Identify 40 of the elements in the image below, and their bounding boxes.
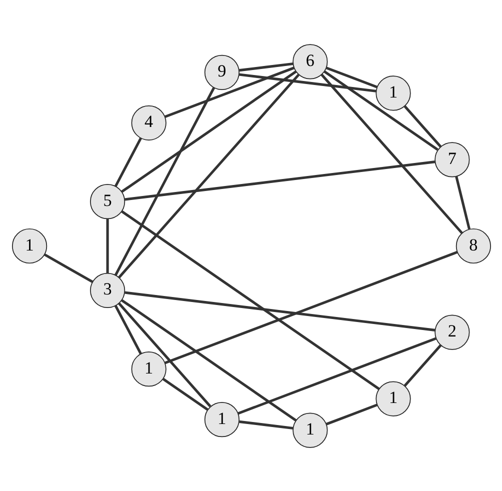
node-circle: 3 (90, 272, 125, 308)
connector (403, 104, 442, 148)
node-circle: 4 (130, 104, 166, 140)
node-circle: 1 (375, 380, 410, 416)
connector (320, 73, 462, 234)
node-circle: 1 (130, 351, 166, 386)
node-circle: 8 (455, 228, 490, 264)
node-circle: 7 (434, 142, 470, 177)
connector (120, 210, 380, 390)
node-circle: 5 (90, 184, 125, 219)
connector (117, 302, 211, 407)
connector (124, 290, 435, 331)
connector (238, 72, 376, 92)
node-circle: 2 (434, 314, 470, 350)
node-circle: 9 (204, 54, 240, 90)
connector (106, 218, 108, 273)
connector (162, 377, 208, 410)
node-circle: 1 (204, 402, 240, 437)
connector (164, 66, 294, 118)
connector (238, 62, 293, 72)
connector (325, 66, 377, 88)
connector (124, 160, 435, 200)
connector (120, 70, 296, 192)
node-circle: 6 (292, 44, 328, 79)
connector (237, 336, 436, 414)
connector (164, 250, 458, 364)
connector (114, 136, 142, 186)
node-circle: 1 (292, 412, 328, 448)
connector (43, 252, 93, 282)
node-circle: 1 (375, 75, 410, 110)
connector (118, 73, 300, 278)
node-circle: 1 (12, 228, 47, 264)
connector (323, 70, 438, 150)
connector (114, 304, 142, 354)
connector (325, 403, 378, 425)
connector (238, 420, 293, 429)
connector (454, 176, 470, 229)
connector (120, 298, 296, 422)
connector (114, 86, 215, 276)
connector (403, 344, 442, 386)
